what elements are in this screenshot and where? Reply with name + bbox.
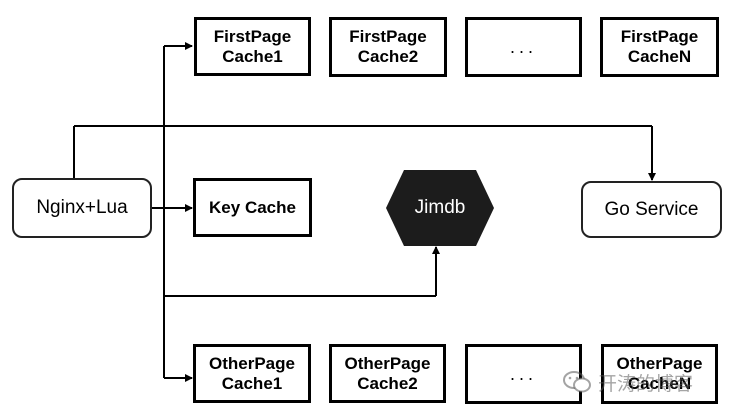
watermark-text: 开涛的博客 — [598, 372, 694, 395]
cache-title: OtherPage — [344, 353, 431, 373]
cache-subtitle: CacheN — [627, 47, 692, 66]
cache-subtitle: Cache1 — [221, 373, 283, 393]
key-cache-label: Key Cache — [209, 197, 296, 217]
cache-subtitle: Cache2 — [357, 373, 418, 393]
cache-title: FirstPage — [213, 26, 292, 46]
nginx-lua-node: Nginx+Lua — [12, 178, 152, 238]
cache-subtitle: CacheN — [627, 374, 692, 393]
ellipsis-text: ... — [509, 364, 537, 384]
cache-subtitle: Cache2 — [357, 47, 419, 66]
go-service-node: Go Service — [581, 181, 722, 238]
cache-title: OtherPage — [616, 354, 703, 373]
wechat-icon — [563, 371, 591, 393]
firstpage-cache-ellipsis: ... — [465, 17, 582, 77]
cache-title: OtherPage — [209, 353, 295, 373]
cache-title: FirstPage — [620, 27, 699, 46]
cache-subtitle: Cache1 — [222, 46, 283, 66]
nginx-lua-label: Nginx+Lua — [36, 197, 128, 218]
jimdb-label: Jimdb — [414, 197, 466, 218]
watermark: 开涛的博客 — [562, 366, 693, 398]
go-service-label: Go Service — [604, 198, 699, 220]
ellipsis-text: ... — [509, 37, 537, 57]
otherpage-cache-ellipsis: ... — [465, 344, 582, 404]
cache-title: FirstPage — [349, 27, 427, 46]
key-cache-node: Key Cache — [193, 178, 312, 237]
